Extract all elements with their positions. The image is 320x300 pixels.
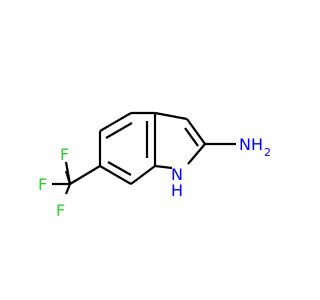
bond-c2-n1 (187, 143, 206, 165)
bond-c3a-c3 (154, 111, 188, 121)
amine-nitrogen-label: N (239, 135, 251, 154)
bond-c4-c5 (99, 112, 132, 132)
bond-c3-c2 (186, 118, 206, 145)
bond-c7-c7a (130, 165, 156, 185)
bond-c6-c7 (99, 165, 132, 185)
ring-hydrogen-label: H (171, 181, 183, 200)
amine-hydrogen-label: H (251, 135, 263, 154)
bond-cf3-f-bottom-2 (64, 183, 72, 195)
structure-diagram: N H 2 N H F F F (38, 111, 271, 220)
bond-c3-c2-inner (184, 127, 199, 147)
bond-c4-c5-inner (105, 122, 133, 139)
molecule-canvas: N H 2 N H F F F (38, 111, 271, 220)
fluorine-left-label: F (38, 175, 47, 194)
amine-subscript-label: 2 (264, 146, 271, 159)
bond-c6-c7-inner (107, 161, 132, 176)
bond-cf3-f-bottom (64, 170, 72, 185)
bond-c6-cf3 (69, 165, 101, 185)
bond-n1-c7a (154, 164, 173, 170)
fluorine-top-label: F (60, 145, 69, 164)
ring-nitrogen-label: N (171, 165, 183, 184)
fluorine-bottom-label: F (56, 201, 65, 220)
